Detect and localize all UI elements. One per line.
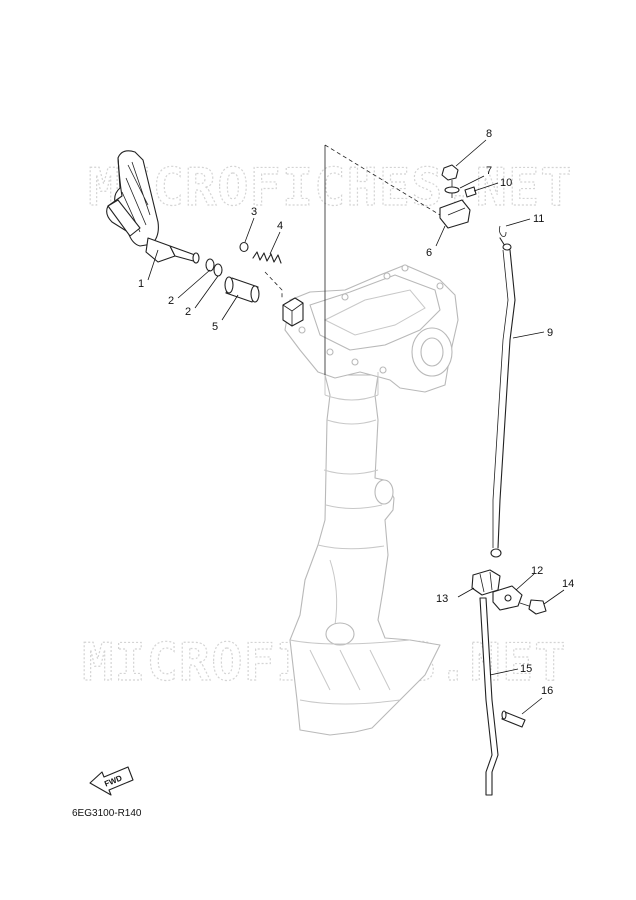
callout-15: 15 — [520, 663, 532, 675]
diagram-code: 6EG3100-R140 — [72, 808, 142, 819]
part-16-pin — [501, 710, 526, 728]
reference-line-shaft — [264, 271, 283, 300]
part-6-bracket — [439, 199, 471, 229]
callout-4: 4 — [277, 220, 283, 232]
part-9-rod — [490, 237, 516, 558]
callout-13: 13 — [436, 593, 448, 605]
part-7-washer — [444, 186, 460, 194]
upper-casing — [282, 264, 459, 395]
callout-numbers: 1 2 2 3 4 5 6 7 8 9 10 11 12 13 14 15 16 — [138, 128, 574, 697]
part-11-clip — [498, 225, 507, 237]
callout-14: 14 — [562, 578, 574, 590]
callout-leaders — [147, 139, 565, 715]
part-5-sleeve — [224, 276, 260, 303]
callout-5: 5 — [212, 321, 218, 333]
callout-3: 3 — [251, 206, 257, 218]
part-4-spring — [252, 251, 282, 264]
callout-6: 6 — [426, 247, 432, 259]
callout-16: 16 — [541, 685, 553, 697]
lower-unit-outline — [289, 374, 441, 736]
part-1-tiller-handle — [106, 150, 200, 264]
callout-10: 10 — [500, 177, 512, 189]
callout-11: 11 — [533, 213, 544, 225]
callout-1: 1 — [138, 278, 144, 290]
part-15-rod — [479, 597, 499, 796]
callout-2a: 2 — [168, 295, 174, 307]
callout-9: 9 — [547, 327, 553, 339]
part-3-ring — [239, 241, 249, 253]
callout-8: 8 — [486, 128, 492, 140]
callout-7: 7 — [486, 165, 492, 177]
part-2-washers — [205, 258, 223, 277]
watermark-top: MICROFICHES.NET — [88, 158, 573, 218]
part-10-nut — [464, 186, 477, 198]
part-14-screw — [519, 599, 547, 615]
part-12-clamp — [492, 585, 523, 611]
part-8-bolt — [441, 164, 459, 198]
callout-12: 12 — [531, 565, 543, 577]
reference-line-dashed — [324, 144, 441, 216]
fwd-arrow-icon: FWD — [89, 766, 134, 796]
callout-2b: 2 — [185, 306, 191, 318]
